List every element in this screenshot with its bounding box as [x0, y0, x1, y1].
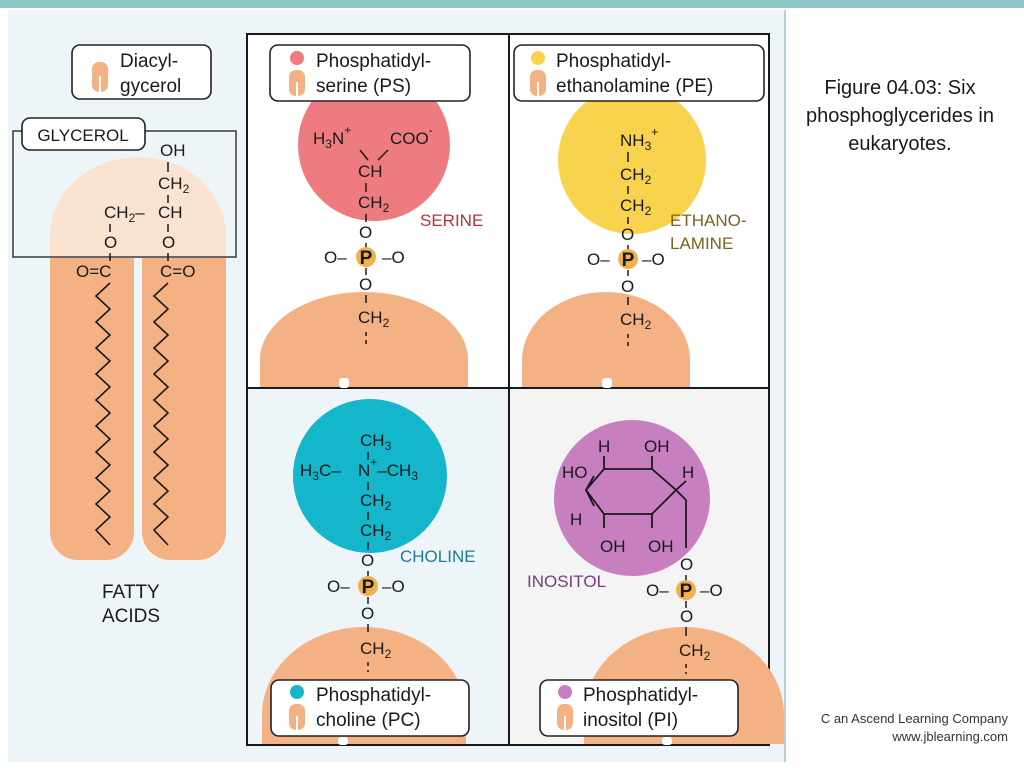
svg-text:C=O: C=O	[160, 262, 195, 281]
svg-text:CH2: CH2	[360, 491, 392, 513]
svg-text:CH2: CH2	[158, 174, 190, 196]
svg-text:O: O	[361, 551, 374, 570]
pe-lipid-body	[522, 292, 690, 387]
ethanolamine-label-line2: LAMINE	[670, 234, 733, 253]
choline-label: CHOLINE	[400, 547, 476, 566]
pc-legend-dot	[290, 685, 304, 699]
svg-text:–O: –O	[382, 248, 405, 267]
svg-text:CH2–: CH2–	[104, 203, 145, 225]
pc-legend-line2: choline (PC)	[316, 710, 421, 731]
credit-website: www.jblearning.com	[892, 729, 1008, 744]
svg-text:O: O	[104, 233, 117, 252]
svg-text:O–: O–	[646, 581, 669, 600]
diacylglycerol-panel: GLYCEROL OH CH2 CH2– CH O O O=C C=O FATT…	[12, 44, 237, 627]
fatty-acid-tail-left	[50, 230, 134, 560]
inositol-label: INOSITOL	[527, 572, 606, 591]
ps-legend-line1: Phosphatidyl-	[316, 51, 431, 72]
ps-panel: H3N+ COO- CH CH2 O O– –O O CH2 SERINE Ph…	[260, 44, 483, 388]
pe-legend-box	[513, 44, 765, 102]
svg-text:O–: O–	[587, 250, 610, 269]
ps-legend-line2: serine (PS)	[316, 76, 411, 97]
fatty-acids-label-line2: ACIDS	[102, 606, 160, 627]
ps-legend-dot	[290, 51, 304, 65]
inositol-ring	[584, 456, 687, 548]
svg-text:H: H	[598, 437, 610, 456]
inositol-head-circle	[554, 420, 710, 576]
svg-text:OH: OH	[600, 537, 626, 556]
pe-legend-line2: ethanolamine (PE)	[556, 76, 713, 97]
svg-text:CH: CH	[358, 162, 383, 181]
pe-legend-line1: Phosphatidyl-	[556, 51, 671, 72]
svg-text:OH: OH	[644, 437, 670, 456]
svg-text:OH: OH	[160, 141, 186, 160]
pi-legend-line2: inositol (PI)	[583, 710, 678, 731]
ethanolamine-head-circle	[558, 86, 706, 234]
svg-text:H: H	[682, 463, 694, 482]
pi-legend-box	[539, 679, 739, 737]
ps-legend-box	[269, 44, 471, 102]
svg-text:CH2: CH2	[360, 521, 392, 543]
top-accent-bar	[0, 0, 1024, 8]
pi-legend-line1: Phosphatidyl-	[583, 685, 698, 706]
glycerol-label: GLYCEROL	[37, 126, 128, 145]
pi-panel: H OH HO H H OH OH O O– –O O CH2 INOSITOL…	[527, 420, 784, 745]
fatty-acids-label-line1: FATTY	[102, 582, 160, 603]
ethanolamine-structure: NH3+ CH2 CH2 O O– –O O CH2	[587, 125, 665, 350]
svg-text:CH: CH	[158, 203, 183, 222]
credit-company: C an Ascend Learning Company	[820, 711, 1008, 726]
ps-lipid-body	[260, 292, 468, 387]
pc-panel: CH3 H3C– N+–CH3 CH2 CH2 O O– –O O CH2 CH…	[262, 399, 476, 745]
diacylglycerol-legend-line2: gycerol	[120, 76, 181, 97]
choline-structure: CH3 H3C– N+–CH3 CH2 CH2 O O– –O O CH2	[300, 431, 418, 672]
pi-legend-dot	[558, 685, 572, 699]
fatty-acid-chain-left	[94, 282, 112, 546]
svg-text:CH2: CH2	[358, 308, 390, 330]
svg-text:O: O	[680, 607, 693, 626]
glycerol-label-box	[21, 117, 146, 151]
ethanolamine-label-line1: ETHANO-	[670, 211, 747, 230]
diacylglycerol-legend-line1: Diacyl-	[120, 51, 178, 72]
figure-caption: Figure 04.03: Six phosphoglycerides in e…	[806, 77, 994, 155]
svg-text:CH3: CH3	[360, 431, 392, 453]
serine-head-circle	[298, 69, 450, 221]
svg-text:CH2: CH2	[679, 641, 711, 663]
svg-text:CH2: CH2	[360, 639, 392, 661]
fatty-acid-tail-right	[142, 230, 226, 560]
pe-legend-dot	[531, 51, 545, 65]
svg-text:CH2: CH2	[620, 310, 652, 332]
fatty-acid-chain-right	[152, 282, 170, 546]
pc-legend-box	[270, 679, 470, 737]
svg-text:CH2: CH2	[358, 193, 390, 215]
svg-text:O–: O–	[327, 577, 350, 596]
svg-text:H3C–: H3C–	[300, 461, 341, 483]
svg-text:OH: OH	[648, 537, 674, 556]
svg-text:H: H	[570, 510, 582, 529]
svg-text:O–: O–	[324, 248, 347, 267]
svg-text:O=C: O=C	[76, 262, 111, 281]
pe-panel: NH3+ CH2 CH2 O O– –O O CH2 ETHANO- LAMIN…	[513, 44, 765, 388]
svg-text:O: O	[162, 233, 175, 252]
svg-text:O: O	[621, 277, 634, 296]
svg-text:O: O	[361, 604, 374, 623]
svg-text:–O: –O	[642, 250, 665, 269]
svg-text:O: O	[621, 225, 634, 244]
svg-text:CH2: CH2	[620, 196, 652, 218]
glycerol-structure: OH CH2 CH2– CH O O O=C C=O	[76, 141, 195, 281]
svg-text:O: O	[680, 555, 693, 574]
svg-text:O: O	[359, 275, 372, 294]
choline-head-circle	[293, 399, 447, 553]
publisher-credit: C an Ascend Learning Company www.jblearn…	[821, 710, 1008, 746]
svg-text:O: O	[359, 223, 372, 242]
svg-text:CH2: CH2	[620, 165, 652, 187]
svg-text:–O: –O	[382, 577, 405, 596]
pc-legend-line1: Phosphatidyl-	[316, 685, 431, 706]
serine-label: SERINE	[420, 211, 483, 230]
svg-text:–O: –O	[700, 581, 723, 600]
svg-text:HO: HO	[562, 463, 588, 482]
inositol-structure: H OH HO H H OH OH O O– –O O CH2	[562, 437, 723, 674]
glycerol-head	[50, 157, 226, 258]
